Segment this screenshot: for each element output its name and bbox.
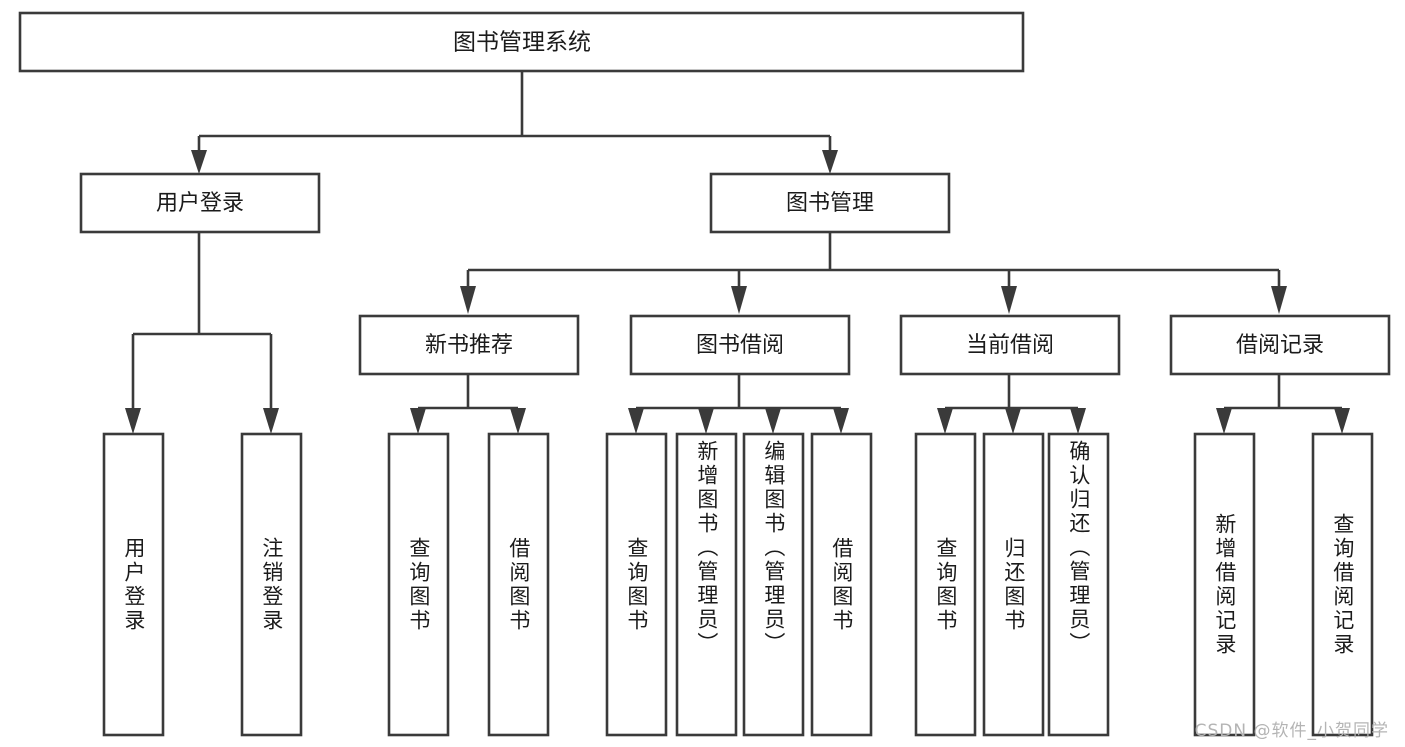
arrow-head-borrow-record (1271, 286, 1287, 314)
leaf-box-layer (102, 432, 1374, 737)
node-user-login-box[interactable] (79, 172, 321, 234)
node-root-box[interactable] (18, 11, 1025, 73)
leaf-box-book-borrow-borrow[interactable] (810, 432, 873, 737)
arrow-head-leaf-current-borrow-1 (937, 408, 953, 434)
arrow-head-leaf-user-login-2 (263, 408, 279, 434)
node-user-login[interactable]: 用户登录 (79, 172, 321, 234)
node-new-book-recommend[interactable]: 新书推荐 (358, 314, 580, 376)
node-current-borrow-label: 当前借阅 (966, 333, 1054, 358)
arrow-head-current-borrow (1001, 286, 1017, 314)
node-book-borrow-box[interactable] (629, 314, 851, 376)
arrow-head-leaf-new-book-1 (410, 408, 426, 434)
leaf-box-book-borrow-query[interactable] (605, 432, 668, 737)
connector-layer (125, 71, 1350, 434)
arrow-head-leaf-current-borrow-2 (1005, 408, 1021, 434)
node-book-manage-label: 图书管理 (786, 191, 874, 216)
node-book-manage-box[interactable] (709, 172, 951, 234)
arrow-head-book-borrow (731, 286, 747, 314)
arrow-head-leaf-current-borrow-3 (1070, 408, 1086, 434)
arrow-head-leaf-book-borrow-3 (765, 408, 781, 434)
node-book-borrow-label: 图书借阅 (696, 333, 784, 358)
leaf-box-current-borrow-confirm[interactable] (1047, 432, 1110, 737)
arrow-head-user-login (191, 150, 207, 174)
csdn-watermark: CSDN @软件_小贺同学 (1194, 721, 1389, 741)
arrow-head-leaf-book-borrow-2 (698, 408, 714, 434)
leaf-box-new-book-borrow[interactable] (487, 432, 550, 737)
arrow-head-new-book (460, 286, 476, 314)
node-new-book-recommend-box[interactable] (358, 314, 580, 376)
leaf-box-new-book-query[interactable] (387, 432, 450, 737)
arrow-head-leaf-new-book-2 (510, 408, 526, 434)
leaf-box-borrow-record-query[interactable] (1311, 432, 1374, 737)
arrow-head-leaf-borrow-record-2 (1334, 408, 1350, 434)
node-borrow-record-label: 借阅记录 (1236, 333, 1324, 358)
node-borrow-record[interactable]: 借阅记录 (1169, 314, 1391, 376)
leaf-box-user-login-logout[interactable] (240, 432, 303, 737)
arrow-head-leaf-book-borrow-1 (628, 408, 644, 434)
node-root-label: 图书管理系统 (453, 30, 591, 56)
node-borrow-record-box[interactable] (1169, 314, 1391, 376)
node-book-borrow[interactable]: 图书借阅 (629, 314, 851, 376)
leaf-box-book-borrow-add[interactable] (675, 432, 738, 737)
node-new-book-recommend-label: 新书推荐 (425, 333, 513, 358)
node-current-borrow-box[interactable] (899, 314, 1121, 376)
node-user-login-label: 用户登录 (156, 191, 244, 216)
arrow-head-leaf-user-login-1 (125, 408, 141, 434)
arrow-head-leaf-book-borrow-4 (833, 408, 849, 434)
arrow-head-leaf-borrow-record-1 (1216, 408, 1232, 434)
leaf-box-book-borrow-edit[interactable] (742, 432, 805, 737)
leaf-box-user-login-login[interactable] (102, 432, 165, 737)
node-root[interactable]: 图书管理系统 (18, 11, 1025, 73)
leaf-box-borrow-record-add[interactable] (1193, 432, 1256, 737)
arrow-head-book-manage (822, 150, 838, 174)
node-book-manage[interactable]: 图书管理 (709, 172, 951, 234)
leaf-box-current-borrow-query[interactable] (914, 432, 977, 737)
leaf-box-current-borrow-return[interactable] (982, 432, 1045, 737)
node-current-borrow[interactable]: 当前借阅 (899, 314, 1121, 376)
